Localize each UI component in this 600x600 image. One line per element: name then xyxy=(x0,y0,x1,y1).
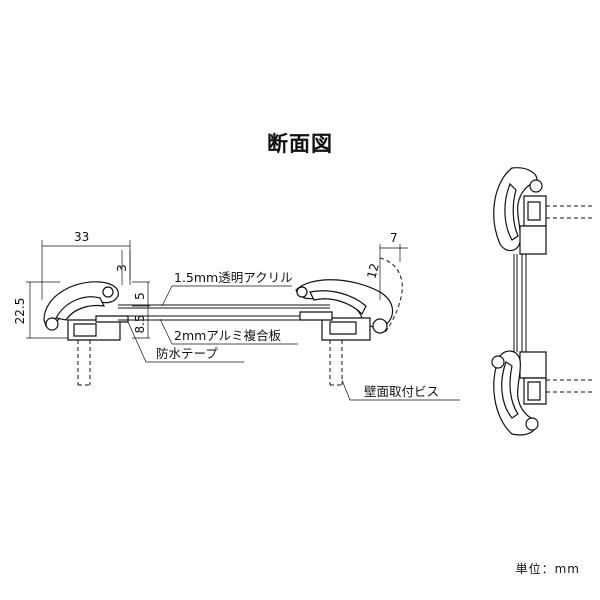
dim-3-text: 3 xyxy=(115,264,129,272)
label-aluminum: 2mmアルミ複合板 xyxy=(159,318,298,345)
dimension-3: 3 xyxy=(115,250,131,285)
dimension-33: 33 xyxy=(41,230,131,300)
label-tape: 防水テープ xyxy=(127,321,244,363)
diagram-title: 断面図 xyxy=(267,132,333,156)
vertical-section-view xyxy=(491,167,592,436)
label-screw-text: 壁面取付ビス xyxy=(364,384,439,399)
label-acrylic-text: 1.5mm透明アクリル xyxy=(174,270,293,285)
dim-7-text: 7 xyxy=(390,231,398,245)
left-wall-screw xyxy=(77,340,91,386)
label-screw: 壁面取付ビス xyxy=(341,379,460,401)
dim-22-5-text: 22.5 xyxy=(13,298,27,325)
panels xyxy=(118,304,330,321)
dim-5-text: 5 xyxy=(133,292,147,300)
dim-12-text: 12 xyxy=(364,262,381,280)
dim-33-text: 33 xyxy=(74,230,89,244)
label-aluminum-text: 2mmアルミ複合板 xyxy=(174,328,282,343)
dimension-5-and-8-5: 5 8.5 xyxy=(132,281,150,339)
right-frame-profile xyxy=(295,279,394,341)
dim-8-5-text: 8.5 xyxy=(133,314,147,333)
units-label: 単位：mm xyxy=(515,562,580,576)
opening-arc: 7 12 xyxy=(364,231,408,335)
label-tape-text: 防水テープ xyxy=(156,346,218,361)
label-acrylic: 1.5mm透明アクリル xyxy=(161,270,293,307)
dimension-22-5: 22.5 xyxy=(13,281,72,339)
right-wall-screw xyxy=(329,340,343,386)
left-frame-profile xyxy=(43,281,129,341)
